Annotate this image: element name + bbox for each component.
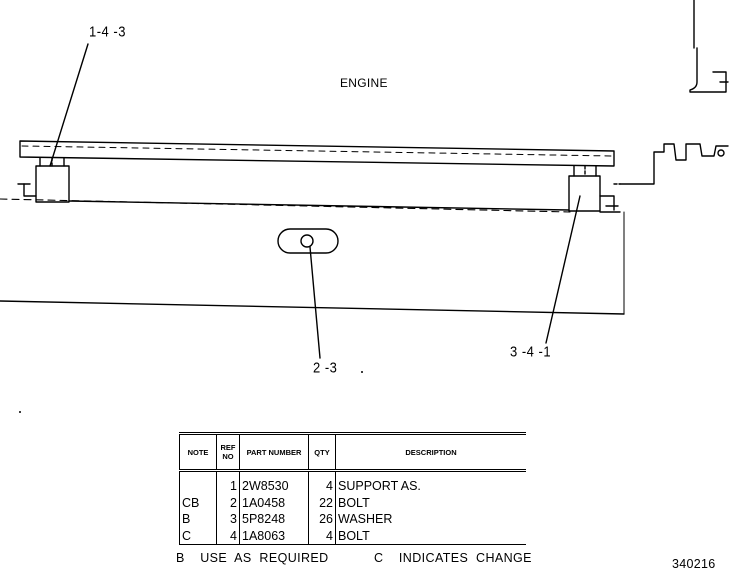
left-mount-block — [35, 165, 70, 203]
row-description: SUPPORT AS. — [335, 470, 526, 495]
leader-line-1-4-3 — [49, 43, 89, 167]
engine-outline-right — [619, 143, 729, 185]
row-note: B — [179, 511, 217, 528]
row-part-number: 5P8248 — [239, 511, 309, 528]
row-note: CB — [179, 494, 217, 511]
right-mount-block — [568, 175, 601, 212]
engine-label: ENGINE — [340, 76, 388, 90]
row-qty: 26 — [308, 511, 336, 528]
header-qty: QTY — [308, 432, 336, 472]
engine-outline-upper-right — [689, 0, 727, 93]
leader-line-2-3 — [309, 246, 321, 359]
row-description: BOLT — [335, 527, 526, 545]
row-description: BOLT — [335, 494, 526, 511]
callout-1-4-3: 1-4 -3 — [89, 22, 126, 41]
header-description: DESCRIPTION — [335, 432, 526, 472]
support-plate-dashed-edge — [21, 145, 613, 157]
row-ref: 1 — [216, 470, 240, 495]
row-part-number: 1A8063 — [239, 527, 309, 545]
frame-rail-top — [0, 198, 571, 213]
mounting-hole-slot — [277, 228, 339, 254]
row-part-number: 2W8530 — [239, 470, 309, 495]
support-plate — [19, 140, 615, 167]
row-ref: 4 — [216, 527, 240, 545]
row-qty: 22 — [308, 494, 336, 511]
row-note: C — [179, 527, 217, 545]
figure-number: 340216 — [672, 557, 716, 571]
row-qty: 4 — [308, 470, 336, 495]
parts-table-header: NOTE REF NO PART NUMBER QTY DESCRIPTION — [179, 432, 526, 472]
parts-table: NOTE REF NO PART NUMBER QTY DESCRIPTION … — [179, 432, 526, 545]
header-note: NOTE — [179, 432, 217, 472]
row-description: WASHER — [335, 511, 526, 528]
leader-line-3-4-1 — [545, 195, 581, 344]
header-part-number: PART NUMBER — [239, 432, 309, 472]
row-qty: 4 — [308, 527, 336, 545]
callout-3-4-1: 3 -4 -1 — [510, 342, 552, 361]
callout-2-3: 2 -3 — [313, 358, 338, 377]
row-ref: 2 — [216, 494, 240, 511]
table-row: B 3 5P8248 26 WASHER — [179, 511, 526, 528]
table-row: C 4 1A8063 4 BOLT — [179, 527, 526, 545]
frame-rail-bottom — [0, 300, 625, 315]
table-row: CB 2 1A0458 22 BOLT — [179, 494, 526, 511]
row-part-number: 1A0458 — [239, 494, 309, 511]
header-ref-no: REF NO — [216, 432, 240, 472]
footnote-use-as-required: B USE AS REQUIRED — [176, 551, 329, 565]
mounting-hole — [300, 234, 314, 248]
table-row: 1 2W8530 4 SUPPORT AS. — [179, 470, 526, 495]
row-ref: 3 — [216, 511, 240, 528]
footnote-indicates-change: C INDICATES CHANGE — [374, 551, 532, 565]
row-note — [179, 470, 217, 495]
